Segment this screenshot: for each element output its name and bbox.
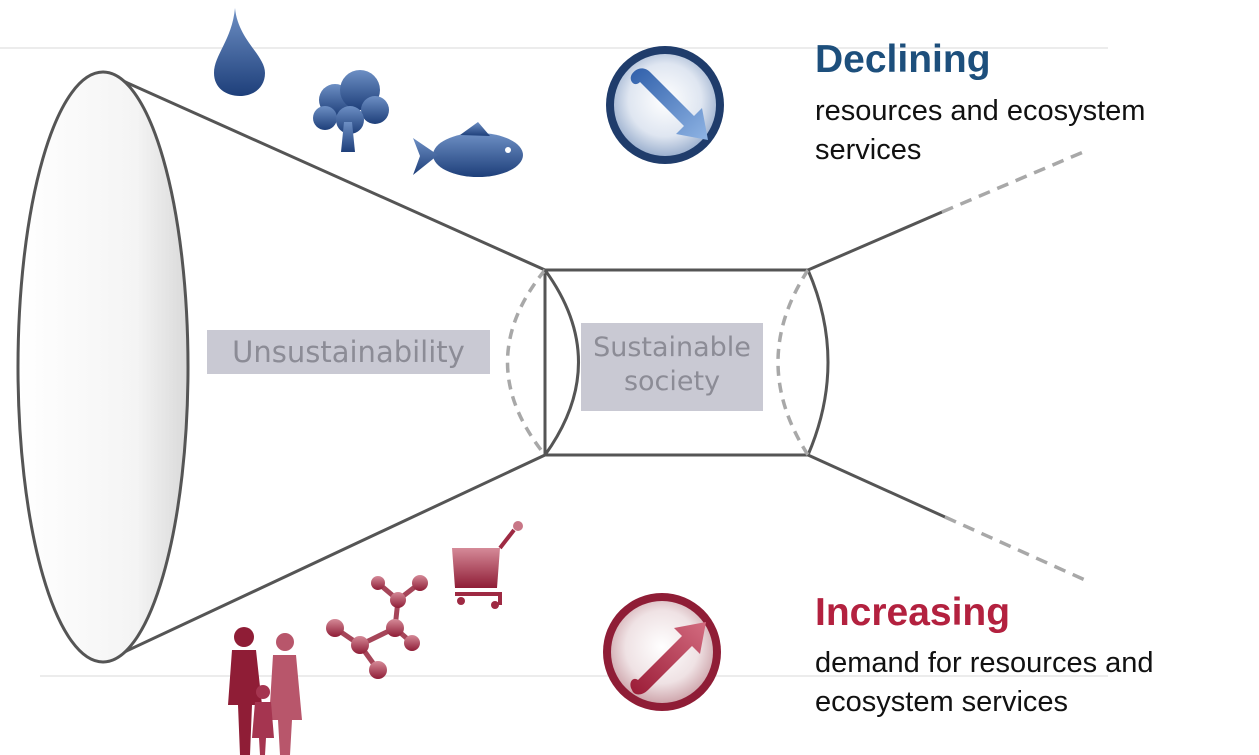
neck-left-arc: [543, 269, 580, 456]
funnel-mouth: [16, 70, 190, 664]
tree-icon: [313, 70, 389, 152]
future-lines: [807, 148, 1089, 582]
sustainable-label-line1: Sustainable: [593, 332, 751, 363]
arrow-down-right-icon: [606, 46, 724, 164]
increasing-desc-line1: demand for resources and: [815, 647, 1154, 679]
declining-title: Declining: [815, 38, 991, 81]
neck-right-arc: [806, 269, 830, 456]
shopping-cart-icon: [452, 521, 523, 609]
funnel-cone: [16, 70, 547, 664]
cone-to-neck-dashed-arc: [505, 268, 547, 457]
declining-desc-line1: resources and ecosystem: [815, 95, 1146, 127]
arrow-up-right-icon: [603, 593, 721, 711]
fish-icon: [413, 122, 523, 177]
declining-desc-line2: services: [815, 134, 922, 166]
sustainable-society-label: Sustainable society: [581, 323, 763, 411]
sustainable-neck: [543, 268, 830, 457]
sustainable-label-line2: society: [623, 366, 721, 397]
increasing-desc-line2: ecosystem services: [815, 686, 1069, 718]
unsustainability-label: Unsustainability: [207, 330, 490, 374]
increasing-title: Increasing: [815, 591, 1011, 634]
increasing-description: demand for resources and ecosystem servi…: [815, 644, 1255, 722]
neck-right-dashed-arc: [776, 269, 810, 456]
declining-description: resources and ecosystem services: [815, 92, 1255, 170]
molecule-icon: [326, 575, 428, 679]
water-drop-icon: [214, 8, 265, 96]
family-icon: [228, 627, 302, 755]
